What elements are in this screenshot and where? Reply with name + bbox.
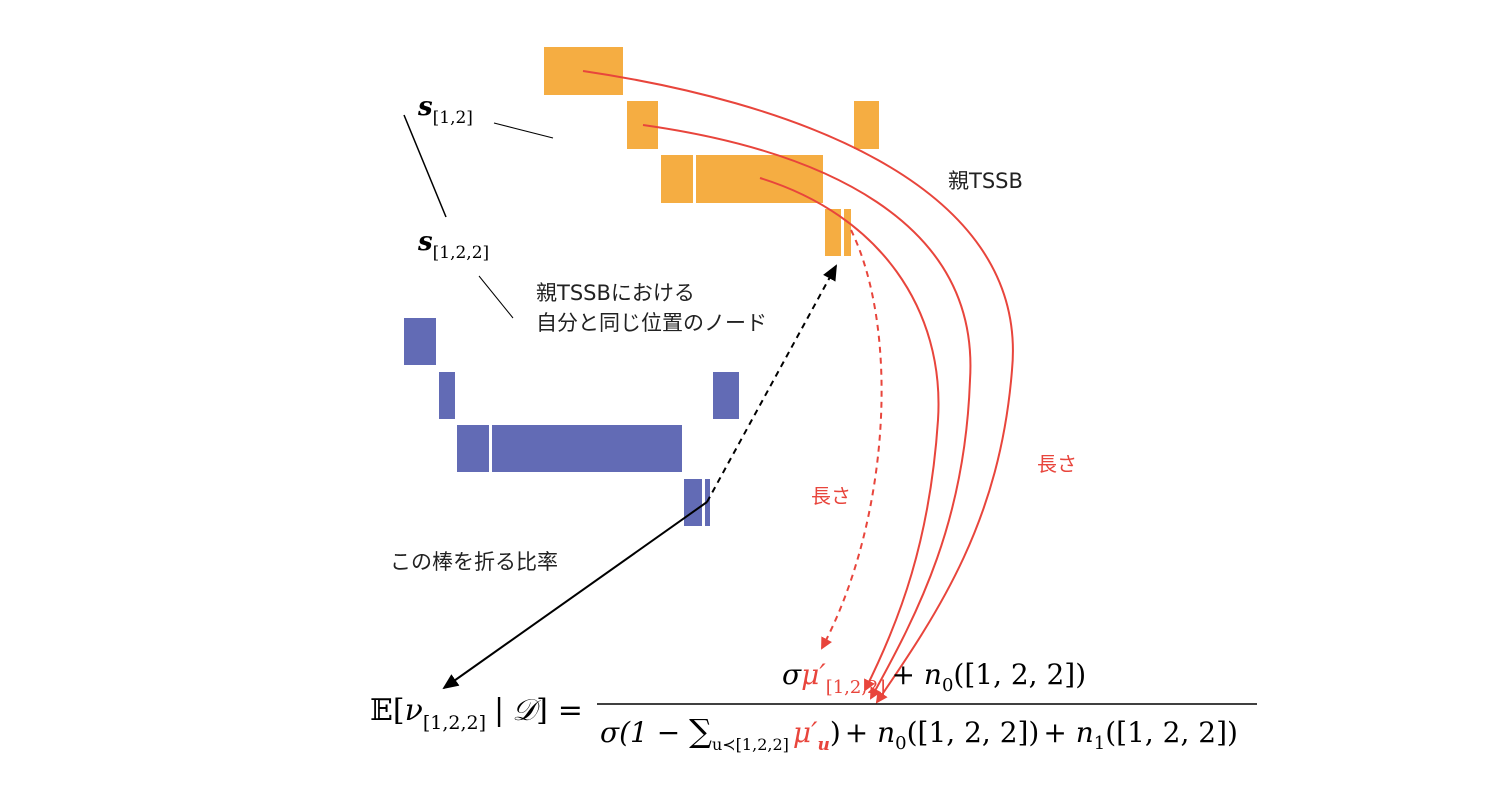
length-arrow-level2 bbox=[642, 124, 972, 700]
formula-numerator: σμ′[1,2,2] + n0([1, 2, 2]) bbox=[782, 658, 1086, 698]
length-arrow-level3 bbox=[759, 177, 940, 692]
formula-equals: = bbox=[558, 693, 583, 728]
formula-nu: ν bbox=[405, 693, 423, 728]
node-label-s12: s[1,2] bbox=[417, 92, 473, 128]
node-label-s122: s[1,2,2] bbox=[417, 227, 489, 263]
break-ratio-arrow bbox=[442, 501, 708, 690]
node-label-s122-base: s bbox=[417, 227, 433, 257]
formula-lhs-open: [ bbox=[393, 693, 405, 728]
den-sum: ∑ bbox=[689, 712, 712, 750]
node-label-s122-sub: [1,2,2] bbox=[433, 243, 490, 263]
den-mu: μ′ bbox=[793, 716, 818, 749]
child-bar-level4-left bbox=[684, 479, 702, 526]
den-sigma: σ(1 − bbox=[600, 716, 689, 749]
den-n0-sub: 0 bbox=[895, 733, 906, 754]
formula-denominator: σ(1 − ∑u≺[1,2,2]μ′u)+ n0([1, 2, 2])+ n1(… bbox=[600, 712, 1238, 755]
formula: 𝔼[ν[1,2,2]|𝒟]= σμ′[1,2,2]+ n0([1, 2, 2])… bbox=[370, 658, 1257, 755]
same-position-label-line2: 自分と同じ位置のノード bbox=[536, 311, 767, 335]
num-n0-arg: ([1, 2, 2]) bbox=[953, 658, 1086, 691]
num-mu: μ′ bbox=[801, 658, 826, 691]
child-bar-level4-right bbox=[705, 479, 710, 526]
length-arrow-dashed bbox=[821, 229, 883, 650]
s12-pointer-line bbox=[493, 122, 554, 139]
length-label-right: 長さ bbox=[1037, 452, 1077, 476]
parent-tssb-bars bbox=[544, 47, 879, 256]
parent-bar-level3-left bbox=[661, 155, 693, 203]
den-plus-n0: + n bbox=[845, 716, 895, 749]
child-bar-root bbox=[404, 318, 436, 365]
same-node-dashed-arrow bbox=[706, 264, 837, 503]
parent-bar-level2-right bbox=[854, 101, 879, 149]
child-tssb-bars bbox=[404, 318, 739, 526]
same-position-label-line1: 親TSSBにおける bbox=[536, 281, 695, 305]
formula-given: | bbox=[494, 693, 504, 728]
den-close: ) bbox=[830, 716, 841, 749]
length-label-left: 長さ bbox=[811, 484, 851, 508]
parent-tssb-label: 親TSSB bbox=[948, 169, 1023, 193]
length-arrow-root bbox=[582, 70, 1014, 704]
den-n0-arg: ([1, 2, 2]) bbox=[907, 716, 1040, 749]
annotation-lines bbox=[403, 114, 554, 319]
num-plus-n: + n bbox=[892, 658, 942, 691]
formula-nu-sub: [1,2,2] bbox=[423, 712, 486, 734]
length-arrows bbox=[582, 70, 1014, 704]
break-ratio-label: この棒を折る比率 bbox=[390, 550, 558, 574]
child-bar-level3-right bbox=[492, 425, 682, 472]
node-label-s12-sub: [1,2] bbox=[433, 108, 473, 128]
node-label-s12-base: s bbox=[417, 92, 433, 122]
num-n0-sub: 0 bbox=[942, 675, 953, 696]
parent-bar-level2-left bbox=[627, 101, 658, 149]
formula-lhs-close: ] bbox=[536, 693, 548, 728]
den-plus-n1: + n bbox=[1043, 716, 1093, 749]
parent-bar-level4-left bbox=[825, 209, 841, 256]
den-sum-sub: u≺[1,2,2] bbox=[712, 735, 789, 754]
formula-expectation: 𝔼 bbox=[370, 693, 393, 728]
child-bar-level2-left bbox=[439, 372, 455, 419]
formula-lhs: 𝔼[ν[1,2,2]|𝒟]= bbox=[370, 693, 583, 734]
s122-pointer-line bbox=[478, 275, 514, 319]
child-bar-level3-left bbox=[457, 425, 489, 472]
num-mu-sub: [1,2,2] bbox=[826, 677, 886, 698]
den-mu-sub: u bbox=[817, 735, 829, 755]
den-n1-arg: ([1, 2, 2]) bbox=[1105, 716, 1238, 749]
num-sigma: σ bbox=[782, 658, 802, 691]
parent-bar-level4-right bbox=[844, 209, 851, 256]
black-arrows bbox=[442, 264, 837, 690]
den-n1-sub: 1 bbox=[1094, 733, 1105, 754]
tree-edge-line bbox=[403, 114, 447, 218]
child-bar-level2-right bbox=[713, 372, 739, 419]
